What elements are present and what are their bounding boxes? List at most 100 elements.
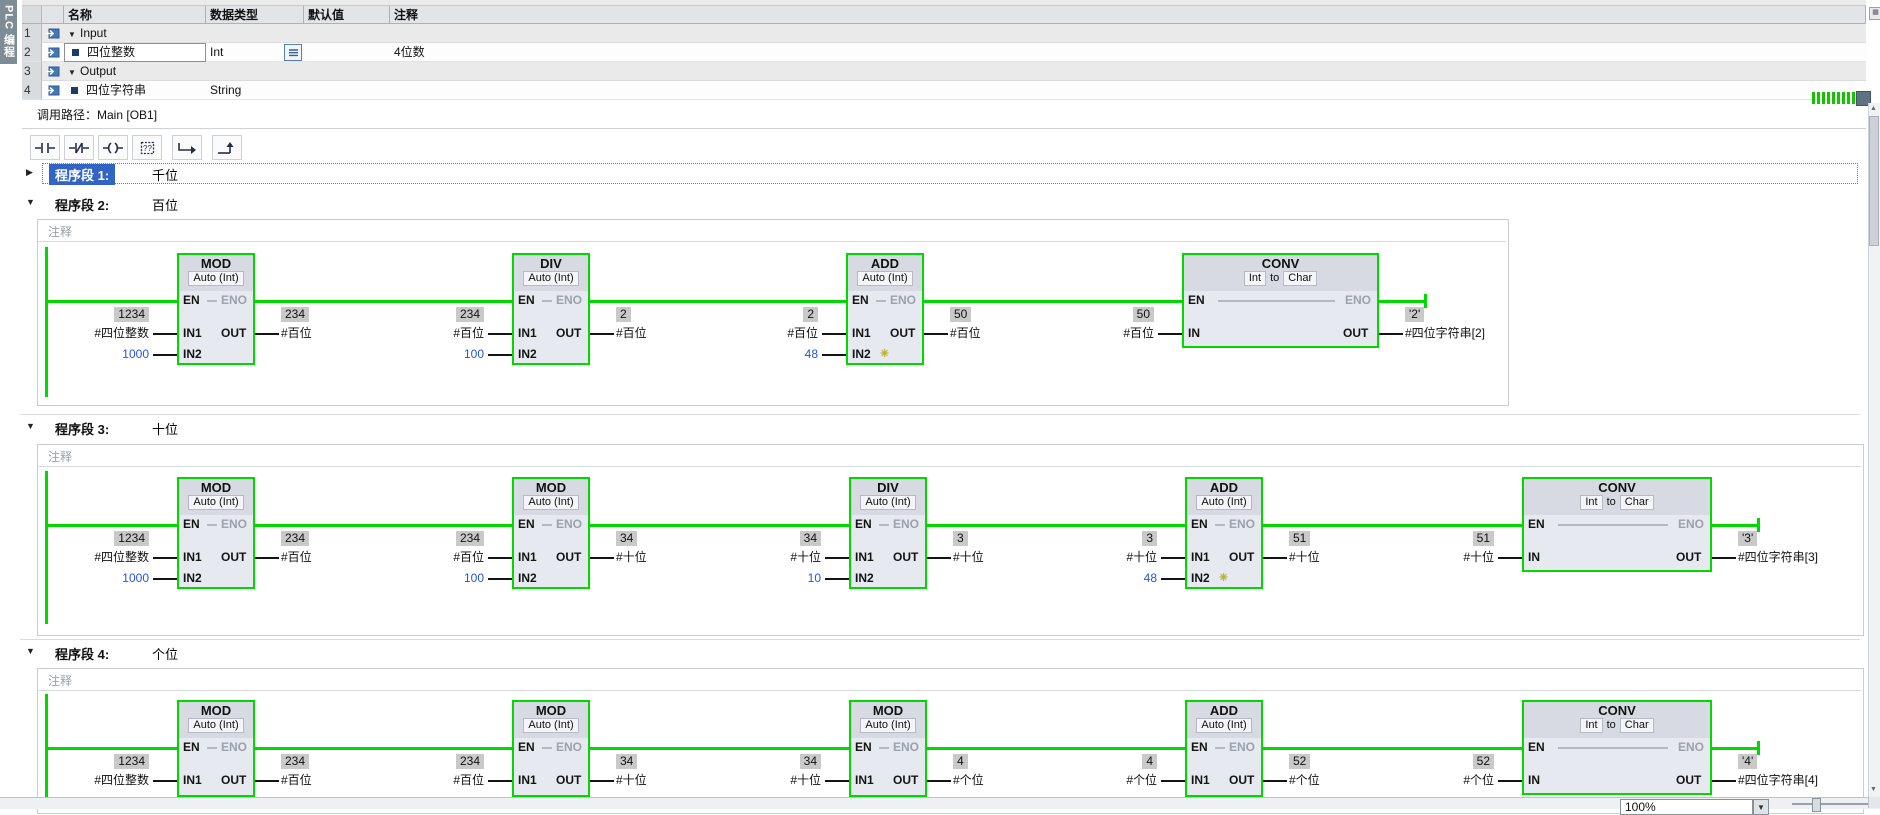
- operand-label[interactable]: #个位: [1289, 773, 1320, 787]
- operand-label[interactable]: #百位: [950, 326, 981, 340]
- block-subtitle[interactable]: Auto (Int): [177, 270, 255, 286]
- operand-label[interactable]: #个位: [1126, 773, 1157, 787]
- operand-label[interactable]: #四位整数: [94, 773, 149, 787]
- var-comment-cell[interactable]: [390, 81, 1866, 100]
- constant-value[interactable]: 1000: [0, 347, 151, 362]
- col-header-datatype[interactable]: 数据类型: [206, 5, 304, 24]
- constant-value[interactable]: 48: [951, 571, 1159, 586]
- block-subtitle[interactable]: Auto (Int): [512, 270, 590, 286]
- operand-label[interactable]: #百位: [616, 326, 647, 340]
- operand-label[interactable]: #四位字符串[3]: [1738, 550, 1819, 564]
- zoom-slider-handle[interactable]: [1812, 798, 1821, 812]
- var-default-cell[interactable]: [304, 43, 390, 62]
- col-header-name[interactable]: 名称: [64, 5, 206, 24]
- col-header-comment[interactable]: 注释: [390, 5, 1866, 24]
- block-subtitle[interactable]: Auto (Int): [512, 494, 590, 510]
- operand-label[interactable]: #四位字符串[4]: [1738, 773, 1819, 787]
- var-type-cell[interactable]: String: [206, 81, 304, 100]
- scroll-up-arrow[interactable]: ▲: [1870, 105, 1877, 112]
- constant-value[interactable]: 10: [615, 571, 823, 586]
- network-title[interactable]: 程序段 4:: [55, 647, 110, 662]
- expand-triangle-icon[interactable]: ▼: [68, 30, 76, 39]
- open-branch-button[interactable]: [172, 135, 202, 160]
- block-subtitle[interactable]: Auto (Int): [177, 717, 255, 733]
- zoom-select[interactable]: 100%: [1620, 799, 1753, 815]
- expand-triangle-icon[interactable]: ▼: [26, 646, 35, 656]
- var-type-cell[interactable]: [206, 24, 304, 43]
- operand-label[interactable]: #百位: [281, 326, 312, 340]
- operand-label[interactable]: #十位: [1126, 550, 1157, 564]
- empty-box-button[interactable]: ??: [132, 135, 162, 160]
- expand-triangle-icon[interactable]: ▼: [26, 421, 35, 431]
- operand-label[interactable]: #百位: [453, 550, 484, 564]
- block-subtitle[interactable]: Auto (Int): [1185, 717, 1263, 733]
- zoom-dropdown-arrow[interactable]: ▼: [1753, 799, 1769, 815]
- network-title[interactable]: 程序段 1:: [49, 164, 116, 185]
- coil-button[interactable]: [98, 135, 128, 160]
- nc-contact-button[interactable]: [64, 135, 94, 160]
- insert-input-star-icon[interactable]: ✳: [1219, 572, 1229, 584]
- network-subtitle[interactable]: 千位: [152, 168, 179, 183]
- operand-label[interactable]: #百位: [281, 773, 312, 787]
- constant-value[interactable]: 100: [278, 571, 486, 586]
- collapse-triangle-icon[interactable]: ▶: [26, 167, 33, 177]
- table-row[interactable]: 3▼Output: [22, 62, 1866, 81]
- sidebar-tab-plc-programming[interactable]: PLC 编程: [0, 0, 17, 64]
- var-comment-cell[interactable]: [390, 24, 1866, 43]
- network-comment[interactable]: 注释: [48, 450, 73, 464]
- table-row[interactable]: 1▼Input: [22, 24, 1866, 43]
- operand-label[interactable]: #四位整数: [94, 550, 149, 564]
- var-type-cell[interactable]: Int: [206, 43, 304, 62]
- block-subtitle[interactable]: Auto (Int): [512, 717, 590, 733]
- operand-label[interactable]: #十位: [1289, 550, 1320, 564]
- operand-label[interactable]: #个位: [1463, 773, 1494, 787]
- constant-value[interactable]: 1000: [0, 571, 151, 586]
- block-subtitle[interactable]: Auto (Int): [177, 494, 255, 510]
- var-comment-cell[interactable]: [390, 62, 1866, 81]
- table-settings-icon[interactable]: ▦: [1869, 7, 1880, 20]
- var-name-cell[interactable]: 四位整数: [64, 43, 206, 62]
- block-subtitle[interactable]: Auto (Int): [849, 717, 927, 733]
- network-subtitle[interactable]: 个位: [152, 647, 179, 662]
- var-default-cell[interactable]: [304, 62, 390, 81]
- var-name-cell[interactable]: ▼Output: [64, 62, 206, 81]
- operand-label[interactable]: #百位: [787, 326, 818, 340]
- var-type-cell[interactable]: [206, 62, 304, 81]
- network-subtitle[interactable]: 百位: [152, 198, 179, 213]
- network-title[interactable]: 程序段 3:: [55, 422, 110, 437]
- network-comment[interactable]: 注释: [48, 225, 73, 239]
- var-name-cell[interactable]: ▼Input: [64, 24, 206, 43]
- operand-label[interactable]: #百位: [453, 773, 484, 787]
- close-branch-button[interactable]: [212, 135, 242, 160]
- constant-value[interactable]: 100: [278, 347, 486, 362]
- operand-label[interactable]: #十位: [616, 550, 647, 564]
- network-title[interactable]: 程序段 2:: [55, 198, 110, 213]
- instruction-block-conv[interactable]: [1522, 477, 1712, 572]
- operand-label[interactable]: #百位: [281, 550, 312, 564]
- var-comment-cell[interactable]: 4位数: [390, 43, 1866, 62]
- operand-label[interactable]: #四位整数: [94, 326, 149, 340]
- datatype-dropdown-button[interactable]: [284, 44, 302, 61]
- no-contact-button[interactable]: [30, 135, 60, 160]
- var-name-cell[interactable]: 四位字符串: [64, 81, 206, 100]
- col-header-default[interactable]: 默认值: [304, 5, 390, 24]
- scroll-down-arrow[interactable]: ▼: [1870, 786, 1877, 793]
- var-default-cell[interactable]: [304, 24, 390, 43]
- block-subtitle[interactable]: Auto (Int): [1185, 494, 1263, 510]
- operand-label[interactable]: #十位: [1463, 550, 1494, 564]
- operand-label[interactable]: #百位: [453, 326, 484, 340]
- overview-page-icon[interactable]: [1856, 91, 1871, 106]
- scrollbar-thumb[interactable]: [1869, 116, 1879, 246]
- operand-label[interactable]: #百位: [1123, 326, 1154, 340]
- operand-label[interactable]: #十位: [790, 773, 821, 787]
- operand-label[interactable]: #十位: [790, 550, 821, 564]
- insert-input-star-icon[interactable]: ✳: [880, 348, 890, 360]
- constant-value[interactable]: 48: [612, 347, 820, 362]
- zoom-slider-track[interactable]: [1792, 803, 1876, 805]
- operand-label[interactable]: #四位字符串[2]: [1405, 326, 1486, 340]
- expand-triangle-icon[interactable]: ▼: [68, 68, 76, 77]
